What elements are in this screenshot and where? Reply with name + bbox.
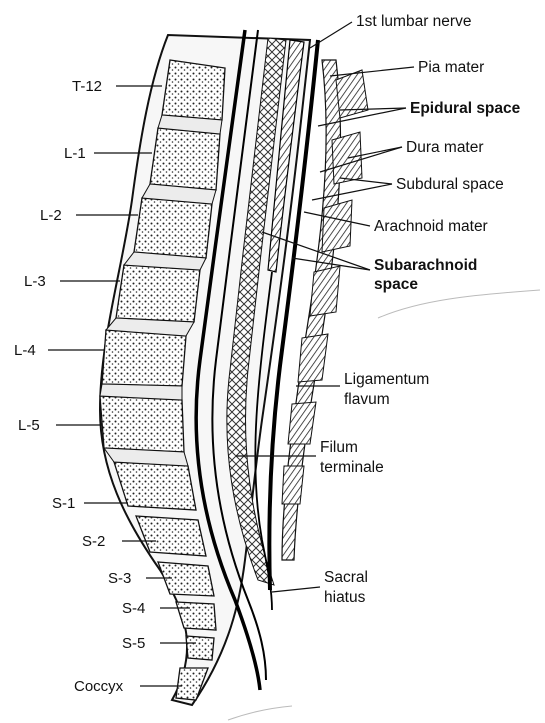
label-ligamentum-line1: Ligamentum: [344, 371, 429, 388]
vertebra-l5-body: [100, 396, 184, 452]
label-l3: L-3: [24, 273, 46, 290]
label-ligamentum-line2: flavum: [344, 391, 390, 408]
label-l2: L-2: [40, 207, 62, 224]
label-s3: S-3: [108, 570, 131, 587]
label-l1: L-1: [64, 145, 86, 162]
vertebra-l4-body: [102, 330, 186, 386]
decorative-stroke-right: [378, 290, 540, 318]
label-pia-mater: Pia mater: [418, 59, 484, 76]
label-s4: S-4: [122, 600, 145, 617]
label-sacral-line1: Sacral: [324, 569, 368, 586]
vertebra-t12-body: [162, 60, 225, 120]
label-t12: T-12: [72, 78, 102, 95]
label-subarachnoid-line1: Subarachnoid: [374, 257, 477, 274]
label-s2: S-2: [82, 533, 105, 550]
label-epidural-space: Epidural space: [410, 100, 521, 117]
label-subdural-space: Subdural space: [396, 176, 504, 193]
sacrum-s4: [176, 602, 216, 630]
label-1st-lumbar-nerve: 1st lumbar nerve: [356, 13, 471, 30]
label-subarachnoid-line2: space: [374, 276, 418, 293]
label-sacral-line2: hiatus: [324, 589, 366, 606]
decorative-stroke-bottom: [228, 706, 292, 720]
label-arachnoid-mater: Arachnoid mater: [374, 218, 488, 235]
sacrum-s5: [186, 636, 214, 660]
label-l4: L-4: [14, 342, 36, 359]
vertebra-l2-body: [134, 198, 212, 258]
label-l5: L-5: [18, 417, 40, 434]
label-s1: S-1: [52, 495, 75, 512]
vertebra-l3-body: [116, 265, 200, 322]
label-filum-line1: Filum: [320, 439, 358, 456]
label-s5: S-5: [122, 635, 145, 652]
label-dura-mater: Dura mater: [406, 139, 484, 156]
label-coccyx: Coccyx: [74, 678, 124, 695]
label-filum-line2: terminale: [320, 459, 384, 476]
vertebra-l1-body: [150, 128, 220, 190]
sacrum-s3: [158, 562, 214, 596]
